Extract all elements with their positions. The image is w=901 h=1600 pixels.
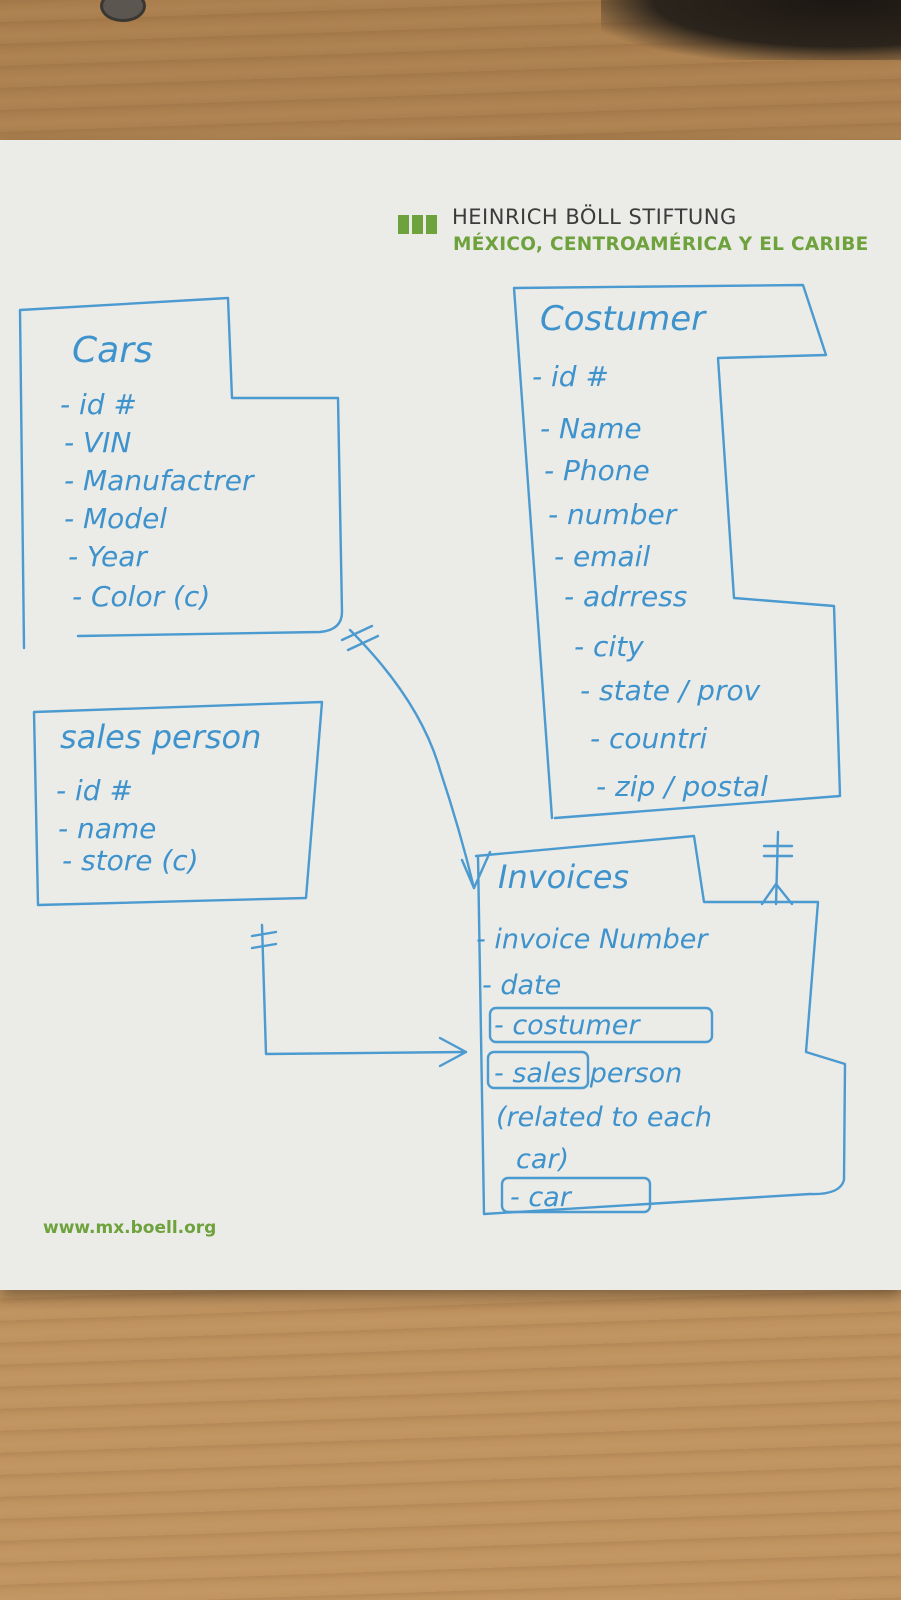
costumer-one-marker bbox=[762, 844, 794, 858]
costumer-box bbox=[512, 283, 842, 820]
costumer-field: - Phone bbox=[544, 454, 650, 487]
invoices-field: (related to each bbox=[496, 1102, 712, 1133]
invoices-many-marker-cars bbox=[460, 850, 492, 890]
cars-box bbox=[18, 296, 344, 650]
costumer-field: - email bbox=[554, 540, 650, 573]
sales-person-title: sales person bbox=[60, 718, 261, 756]
sales-person-box bbox=[32, 700, 324, 907]
costumer-invoices-line bbox=[774, 830, 780, 906]
costumer-field: - countri bbox=[590, 722, 708, 755]
boell-logo-icon bbox=[398, 215, 437, 234]
sales-person-field: - id # bbox=[56, 774, 133, 807]
brand-name: HEINRICH BÖLL STIFTUNG bbox=[452, 205, 737, 229]
invoices-field: - invoice Number bbox=[476, 924, 709, 955]
brand-region: MÉXICO, CENTROAMÉRICA Y EL CARIBE bbox=[453, 234, 869, 255]
costumer-field-highlight bbox=[488, 1006, 714, 1044]
invoices-title: Invoices bbox=[498, 858, 629, 896]
car-field-highlight bbox=[500, 1176, 652, 1214]
invoices-field: - date bbox=[482, 970, 561, 1001]
invoices-many-marker-sales bbox=[438, 1036, 468, 1068]
paper-sheet bbox=[0, 140, 901, 1290]
cars-field: - Manufactrer bbox=[64, 464, 255, 497]
cars-field: - id # bbox=[60, 388, 137, 421]
cars-field: - Color (c) bbox=[72, 580, 210, 613]
invoices-field: car) bbox=[516, 1144, 569, 1175]
invoices-box bbox=[474, 834, 847, 1216]
invoices-field: - sales person bbox=[494, 1058, 682, 1089]
invoices-many-marker-costumer bbox=[760, 882, 794, 906]
costumer-field: - zip / postal bbox=[596, 770, 768, 803]
dark-object-corner bbox=[601, 0, 901, 60]
sales-person-field-highlight bbox=[486, 1050, 590, 1090]
sales-one-marker bbox=[250, 930, 278, 950]
costumer-field: - id # bbox=[532, 360, 609, 393]
metal-knob bbox=[100, 0, 146, 22]
sales-person-field: - name bbox=[58, 812, 156, 845]
cars-invoices-line bbox=[348, 628, 476, 890]
sales-invoices-line bbox=[260, 923, 468, 1056]
costumer-title: Costumer bbox=[540, 299, 707, 339]
costumer-field: - adrress bbox=[564, 580, 687, 613]
cars-field: - Model bbox=[64, 502, 167, 535]
costumer-field: - city bbox=[574, 630, 644, 663]
invoices-field: - costumer bbox=[494, 1010, 641, 1041]
costumer-field: - state / prov bbox=[580, 674, 761, 707]
costumer-field: - Name bbox=[540, 412, 642, 445]
cars-field: - VIN bbox=[64, 426, 131, 459]
costumer-field: - number bbox=[548, 498, 678, 531]
cars-field: - Year bbox=[68, 540, 148, 573]
invoices-field: - car bbox=[510, 1182, 573, 1213]
cars-one-marker bbox=[340, 624, 380, 652]
brand-url: www.mx.boell.org bbox=[43, 1218, 217, 1238]
cars-title: Cars bbox=[72, 330, 153, 371]
sales-person-field: - store (c) bbox=[62, 844, 199, 877]
